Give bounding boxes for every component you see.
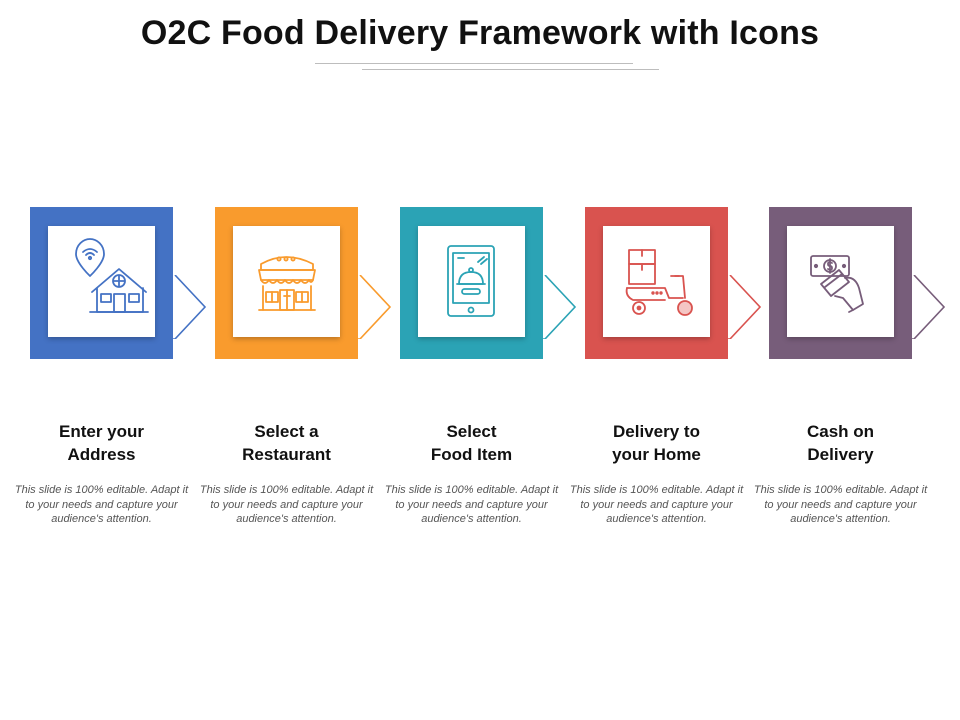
- chevron-right-icon: [543, 275, 577, 339]
- chevron-right-icon: [912, 275, 946, 339]
- chevron-right-icon: [358, 275, 392, 339]
- step-description: This slide is 100% editable. Adapt it to…: [569, 484, 744, 525]
- title-divider-bottom: [362, 69, 659, 70]
- title-divider-top: [315, 63, 633, 64]
- step-description: This slide is 100% editable. Adapt it to…: [199, 484, 374, 525]
- tablet-food-icon: [447, 245, 495, 317]
- restaurant-icon: [258, 256, 316, 311]
- step-icon-card: [603, 226, 710, 337]
- step-icon-card: [48, 226, 155, 337]
- step-description: This slide is 100% editable. Adapt it to…: [753, 484, 928, 525]
- house-location-icon: [75, 238, 149, 313]
- delivery-scooter-icon: [625, 249, 693, 316]
- hand-cash-card-icon: [810, 255, 864, 313]
- step-description: This slide is 100% editable. Adapt it to…: [14, 484, 189, 525]
- step-icon-card: [233, 226, 340, 337]
- page-title: O2C Food Delivery Framework with Icons: [140, 14, 820, 52]
- chevron-right-icon: [728, 275, 762, 339]
- step-icon-card: [787, 226, 894, 337]
- chevron-right-icon: [173, 275, 207, 339]
- step-description: This slide is 100% editable. Adapt it to…: [384, 484, 559, 525]
- step-icon-card: [418, 226, 525, 337]
